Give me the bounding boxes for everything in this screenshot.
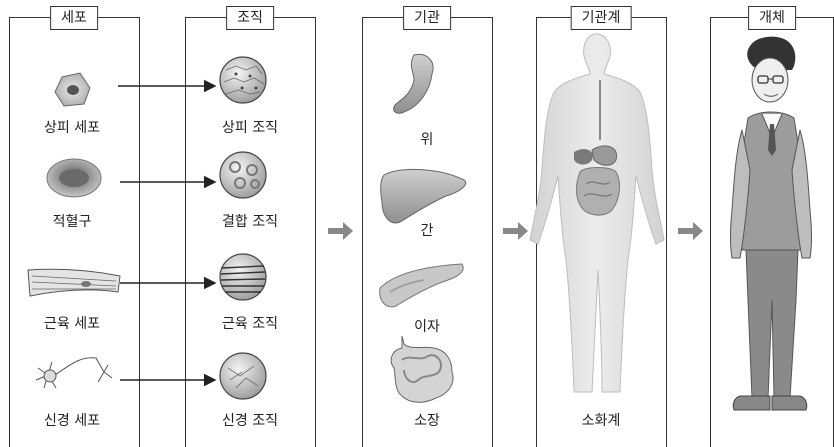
- student-figure-icon: [731, 37, 812, 410]
- small-intestine-icon: [391, 336, 453, 402]
- red-blood-cell-icon: [47, 159, 101, 197]
- label-red-blood-cell: 적혈구: [53, 211, 92, 231]
- label-muscle-tissue: 근육 조직: [222, 313, 278, 333]
- label-digestive-system: 소화계: [582, 410, 621, 430]
- label-epithelial-cell: 상피 세포: [44, 117, 100, 137]
- label-small-intestine: 소장: [414, 410, 440, 430]
- cell-to-tissue-arrows: [118, 86, 215, 380]
- label-connective-tissue: 결합 조직: [222, 211, 278, 231]
- organ-system-to-organism-arrow: [678, 222, 703, 240]
- label-liver: 간: [421, 220, 434, 240]
- label-pancreas: 이자: [414, 316, 440, 336]
- muscle-cell-icon: [28, 269, 120, 296]
- connective-tissue-icon: [220, 152, 266, 198]
- digestive-system-body-icon: [530, 34, 664, 392]
- label-muscle-cell: 근육 세포: [44, 313, 100, 333]
- tissue-to-organ-arrow: [328, 222, 353, 240]
- nerve-cell-icon: [36, 358, 112, 388]
- label-nervous-tissue: 신경 조직: [222, 410, 278, 430]
- nervous-tissue-icon: [220, 353, 266, 399]
- pancreas-icon: [380, 264, 464, 307]
- stomach-icon: [394, 54, 433, 113]
- label-stomach: 위: [421, 129, 434, 149]
- organ-to-organ-system-arrow: [503, 222, 528, 240]
- stage-arrows: [328, 222, 703, 240]
- label-epithelial-tissue: 상피 조직: [222, 117, 278, 137]
- liver-icon: [381, 169, 466, 222]
- muscle-tissue-icon: [220, 254, 266, 300]
- epithelial-tissue-icon: [220, 57, 266, 103]
- epithelial-cell-icon: [55, 73, 90, 106]
- label-nerve-cell: 신경 세포: [44, 410, 100, 430]
